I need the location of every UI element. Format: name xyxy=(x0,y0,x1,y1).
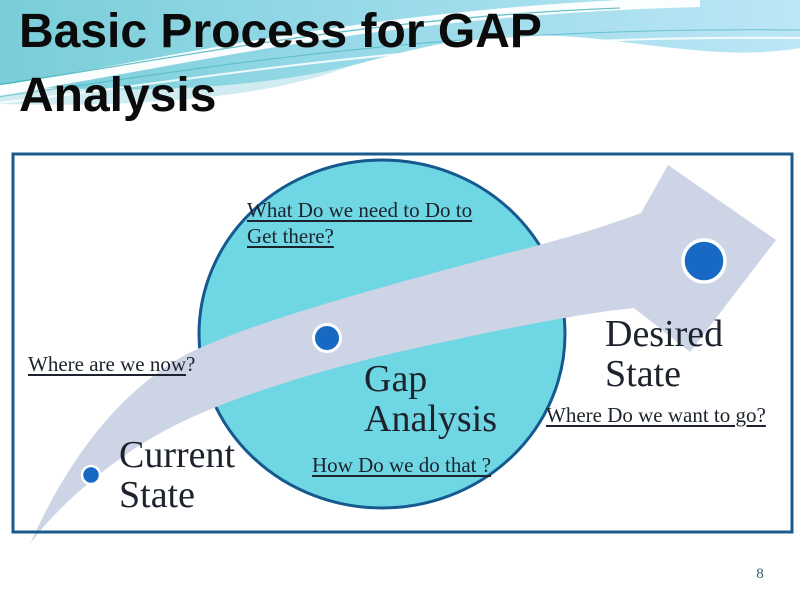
frame-border xyxy=(11,152,794,534)
wave-streak-white xyxy=(0,36,800,104)
question-what-line1: What Do we need to Do to xyxy=(247,198,473,222)
process-arrow xyxy=(30,165,776,544)
stage-gap-analysis: Gap Analysis xyxy=(364,359,497,439)
wave-streak-teal-1 xyxy=(0,7,621,86)
stage-desired-line2: State xyxy=(605,353,681,395)
stage-current-line1: Current xyxy=(119,434,236,476)
wave-crest xyxy=(0,0,701,96)
question-how-text: How Do we do that ? xyxy=(312,453,492,477)
question-what-line2: Get there? xyxy=(247,224,334,248)
question-how: How Do we do that ? xyxy=(312,452,491,478)
wave-streak-teal-2 xyxy=(0,29,800,98)
stage-desired-line1: Desired xyxy=(605,313,724,355)
wave-under-wedge xyxy=(0,66,350,105)
question-where-go: Where Do we want to go? xyxy=(546,402,766,428)
milestone-dot-gap xyxy=(312,323,342,353)
stage-gap-line1: Gap xyxy=(364,358,428,400)
question-what: What Do we need to Do to Get there? xyxy=(247,197,503,249)
stage-current-line2: State xyxy=(119,474,195,516)
milestone-dot-current xyxy=(80,464,102,486)
header-decoration xyxy=(0,0,800,105)
stage-current-state: Current State xyxy=(119,435,235,515)
stage-desired-state: Desired State xyxy=(605,314,723,394)
page-number: 8 xyxy=(756,566,764,582)
question-where-go-text: Where Do we want to go? xyxy=(546,403,766,427)
milestone-dot-desired xyxy=(681,238,727,284)
question-where-now-mark: ? xyxy=(186,352,196,376)
stage-gap-line2: Analysis xyxy=(364,398,497,440)
question-where-now-text: Where are we now xyxy=(28,352,186,376)
question-where-now: Where are we now? xyxy=(28,351,195,377)
slide-title: Basic Process for GAP Analysis xyxy=(19,5,542,122)
